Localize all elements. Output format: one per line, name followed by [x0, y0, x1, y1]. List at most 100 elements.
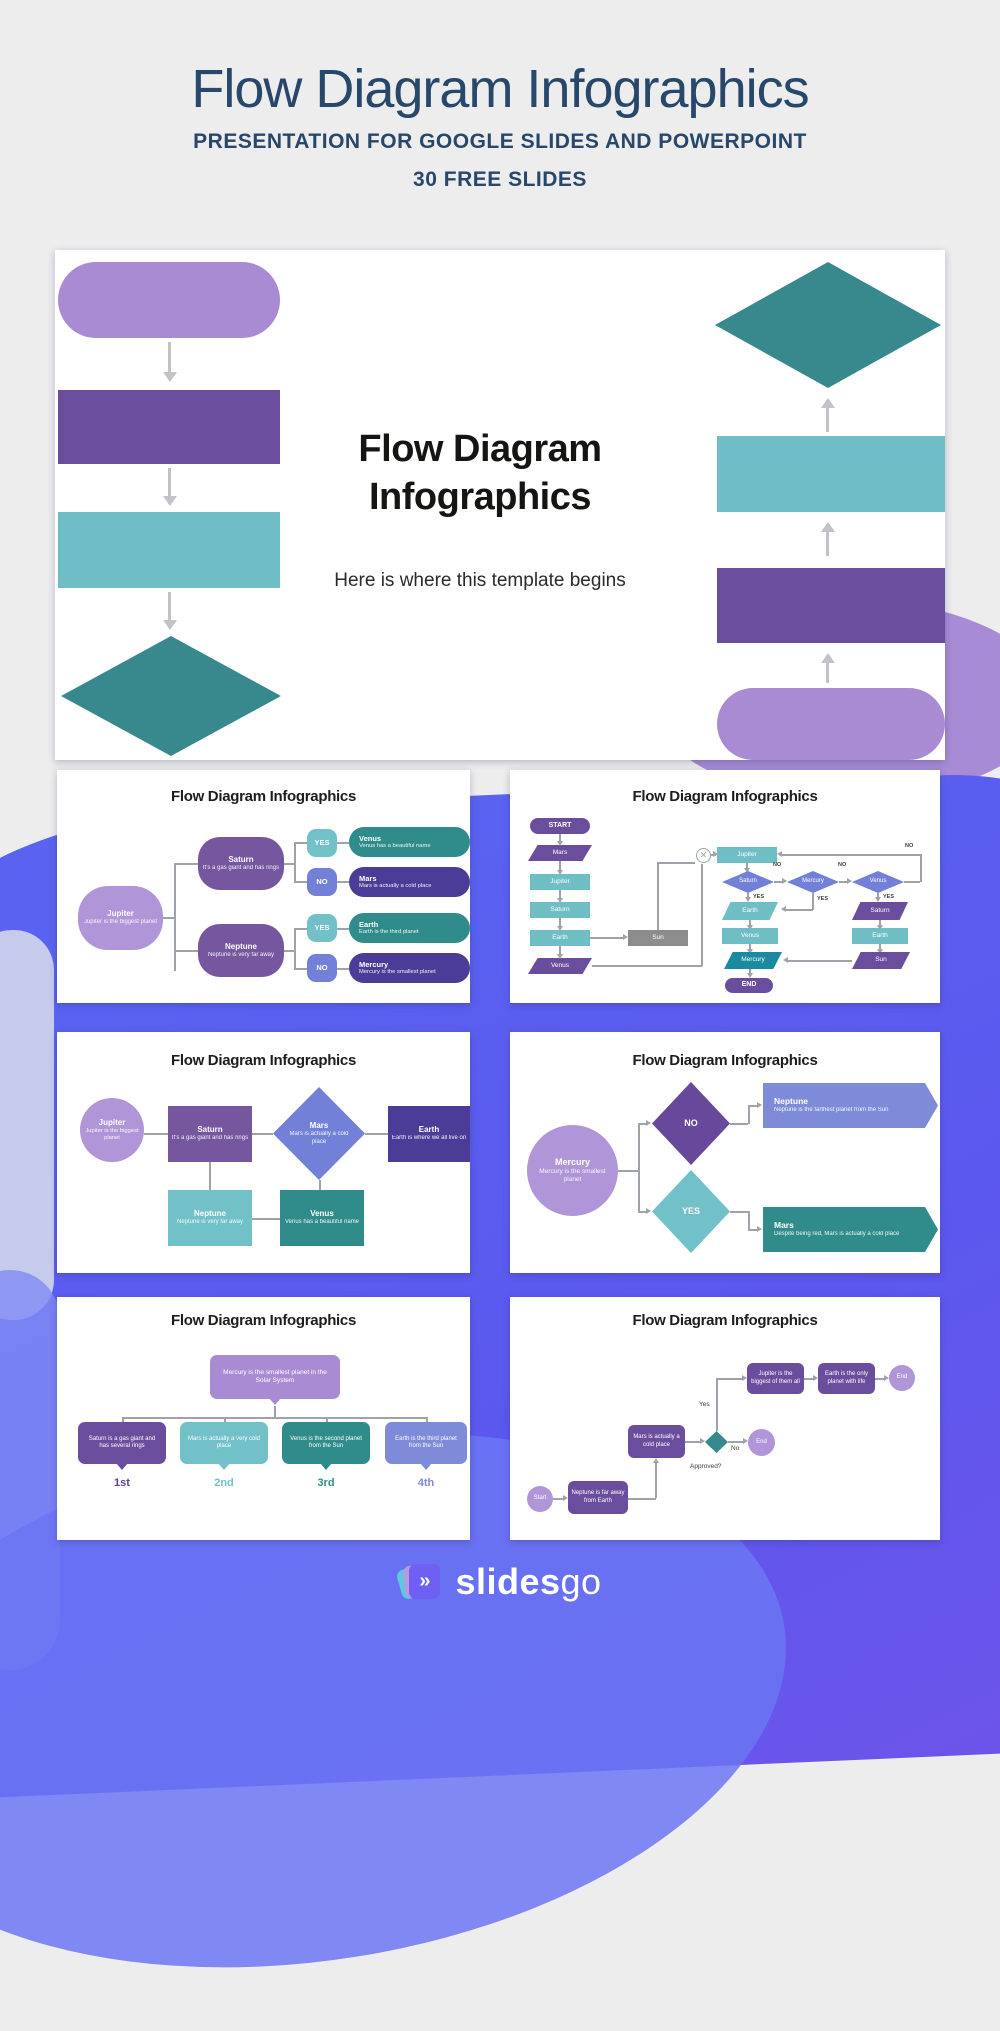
rank-2nd: 2nd — [214, 1477, 234, 1489]
arrowhead — [557, 841, 563, 846]
connector — [559, 861, 561, 870]
connector — [728, 1441, 744, 1443]
node-earth-2: Earth — [722, 902, 778, 920]
decision-saturn: Saturn — [722, 871, 774, 893]
connector — [365, 1133, 388, 1135]
arrowhead — [646, 1120, 651, 1126]
arrowhead — [557, 898, 563, 903]
node-name: Neptune — [774, 1096, 808, 1107]
arrowhead — [782, 878, 787, 884]
arrowhead — [783, 957, 788, 963]
node-mars: Mars — [528, 845, 592, 861]
connector — [920, 854, 922, 882]
decision-approved — [705, 1431, 728, 1453]
connector — [730, 1123, 748, 1125]
connector — [559, 834, 561, 842]
node-desc: Earth is the third planet — [359, 929, 419, 936]
slide-thumb-3[interactable]: Flow Diagram Infographics Jupiter Jupite… — [57, 1032, 470, 1273]
slide-title: Flow Diagram Infographics — [325, 425, 635, 521]
node-earth-3: Earth — [852, 928, 908, 944]
arrowhead — [557, 926, 563, 931]
connector — [294, 928, 296, 969]
node-name: Saturn — [228, 854, 254, 864]
arrowhead — [745, 897, 751, 902]
connector — [252, 1218, 280, 1220]
node-neptune: Neptune Neptune is the farthest planet f… — [763, 1083, 938, 1128]
slide-title-line2: Infographics — [368, 476, 592, 518]
connector — [638, 1211, 648, 1213]
node-saturn-2: Saturn — [852, 902, 908, 920]
decision-no: NO — [652, 1082, 730, 1165]
connector — [294, 881, 307, 883]
node-desc: Jupiter is the biggest planet — [85, 1127, 139, 1141]
node-venus: Venus Venus has a beautiful name — [280, 1190, 364, 1246]
connector — [746, 863, 748, 869]
arrow-down — [162, 342, 177, 382]
decision-yes: YES — [652, 1170, 730, 1253]
slidesgo-wordmark[interactable]: slidesgo — [455, 1561, 601, 1603]
connector — [748, 1211, 750, 1230]
label-no: No — [731, 1445, 740, 1452]
connector — [284, 863, 295, 865]
node-jupiter-step: Jupiter is the biggest of them all — [747, 1363, 804, 1394]
node-desc: Mercury is the smallest planet — [359, 969, 436, 976]
arrowhead — [757, 1226, 762, 1232]
slides-count: 30 FREE SLIDES — [413, 168, 587, 191]
slide-thumb-4[interactable]: Flow Diagram Infographics Mercury Mercur… — [510, 1032, 940, 1273]
node-name: Neptune — [194, 1209, 226, 1219]
slide-thumb-2[interactable]: Flow Diagram Infographics START Mars Jup… — [510, 770, 940, 1003]
main-slide-preview[interactable]: Flow Diagram Infographics Here is where … — [55, 250, 945, 760]
slide-thumb-1[interactable]: Flow Diagram Infographics Jupiter Jupite… — [57, 770, 470, 1003]
connector — [716, 1378, 743, 1380]
connector — [337, 881, 349, 883]
label-approved: Approved? — [690, 1463, 722, 1470]
slide-thumb-5[interactable]: Flow Diagram Infographics Mercury is the… — [57, 1297, 470, 1540]
badge-yes: YES — [307, 829, 337, 857]
wordmark-light: go — [560, 1561, 602, 1602]
node-saturn: Saturn — [530, 902, 590, 918]
arrowhead — [747, 949, 753, 954]
connector — [209, 1162, 211, 1190]
connector — [274, 1406, 276, 1417]
node-name: Mars — [309, 1121, 329, 1130]
flow-rect-teal — [58, 512, 280, 588]
node-venus: Venus Venus has a beautiful name — [349, 827, 470, 857]
connector — [559, 946, 561, 954]
thumb-title: Flow Diagram Infographics — [632, 788, 818, 805]
arrowhead — [742, 1375, 747, 1381]
decision-venus: Venus — [852, 871, 904, 893]
bubble-top: Mercury is the smallest planet in the So… — [210, 1355, 340, 1405]
node-mercury: Mercury Mercury is the smallest planet — [349, 953, 470, 983]
node-jupiter: Jupiter — [530, 874, 590, 890]
arrowhead — [813, 1375, 818, 1381]
connector — [337, 928, 349, 930]
node-desc: Neptune is very far away — [207, 951, 275, 958]
arrowhead — [875, 897, 881, 902]
page-subtitle: PRESENTATION FOR GOOGLE SLIDES AND POWER… — [193, 130, 807, 153]
slidesgo-logo-icon[interactable]: » — [395, 1560, 442, 1604]
node-end-2: End — [889, 1365, 915, 1391]
connector — [730, 1211, 748, 1213]
connector — [284, 950, 295, 952]
node-sun: Sun — [628, 930, 688, 946]
node-name: Mars — [774, 1220, 794, 1231]
arrow-down — [162, 592, 177, 630]
node-jupiter-2: Jupiter — [717, 847, 777, 863]
arrowhead — [623, 934, 628, 940]
arrowhead — [700, 1438, 705, 1444]
slide-thumb-6[interactable]: Flow Diagram Infographics Start Neptune … — [510, 1297, 940, 1540]
connector — [749, 969, 751, 976]
connector — [294, 842, 307, 844]
node-neptune-step: Neptune is far away from Earth — [568, 1481, 628, 1514]
rank-4th: 4th — [417, 1477, 435, 1489]
connector — [839, 881, 848, 883]
connector — [638, 1123, 640, 1212]
node-venus: Venus — [528, 958, 592, 974]
connector — [122, 1417, 124, 1422]
connector — [701, 864, 703, 966]
connector — [787, 960, 852, 962]
connector — [319, 1180, 321, 1190]
node-jupiter: Jupiter Jupiter is the biggest planet — [78, 886, 163, 950]
connector — [294, 928, 307, 930]
node-neptune: Neptune Neptune is very far away — [168, 1190, 252, 1246]
